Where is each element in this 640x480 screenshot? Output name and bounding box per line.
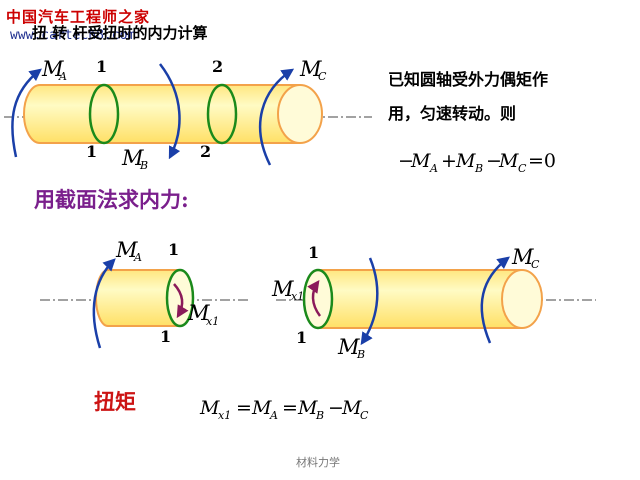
section-1-bottom-label: 1 <box>86 142 97 161</box>
teq-M-A: M <box>251 397 272 419</box>
shaft-right-end <box>277 84 323 144</box>
eq-M-C: M <box>498 150 519 172</box>
teq-eq-1: = <box>236 397 252 419</box>
eq-C-sub: C <box>518 162 527 175</box>
section-2-top-label: 2 <box>212 57 223 76</box>
teq-x1-sub: x1 <box>218 409 231 422</box>
teq-B-sub: B <box>315 409 324 422</box>
right-segment-body <box>318 270 522 328</box>
label-M-C-sub: C <box>318 70 327 83</box>
label-M-A: M <box>41 57 64 81</box>
teq-A-sub: A <box>269 409 278 422</box>
section-1-ring <box>88 83 120 145</box>
intro-line-1: 已知圆轴受外力偶矩作 <box>388 70 549 89</box>
eq-equals-zero: =0 <box>528 150 556 172</box>
left-section-top-label: 1 <box>168 240 179 259</box>
right-section-top-label: 1 <box>308 243 319 262</box>
watermark-site-name: 中国汽车工程师之家 <box>6 8 151 26</box>
eq-B-sub: B <box>474 162 483 175</box>
torque-equation: M x1 = M A = M B − M C <box>199 397 369 422</box>
eq-A-sub: A <box>429 162 438 175</box>
teq-M-x1: M <box>199 397 220 419</box>
right-label-M-B: M <box>337 335 360 359</box>
eq-minus-1: − <box>398 150 414 172</box>
right-section-bottom-label: 1 <box>296 328 307 347</box>
right-cut-face <box>302 268 334 330</box>
left-segment <box>40 258 250 349</box>
right-segment <box>276 256 596 346</box>
eq-M-A: M <box>410 150 431 172</box>
section-method-heading: 用截面法求内力: <box>34 187 189 212</box>
torque-arrow-B <box>159 63 181 160</box>
left-label-M-A: M <box>115 238 138 262</box>
torque-arrow-C-right <box>480 256 510 344</box>
label-M-A-sub: A <box>58 70 67 83</box>
torque-heading: 扭矩 <box>94 389 136 414</box>
right-label-M-C: M <box>511 245 534 269</box>
internal-torque-arrow-left <box>173 283 189 319</box>
eq-minus-2: − <box>486 150 502 172</box>
equilibrium-equation: − M A + M B − M C =0 <box>398 150 556 175</box>
eq-M-B: M <box>455 150 476 172</box>
left-label-x1-sub: x1 <box>206 315 219 328</box>
watermark-url: www.cartech8.com <box>10 28 136 43</box>
shaft-left-end <box>23 84 41 144</box>
teq-C-sub: C <box>360 409 369 422</box>
label-M-B: M <box>121 146 144 170</box>
right-segment-end <box>501 269 543 329</box>
teq-M-B: M <box>297 397 318 419</box>
footer-label: 材料力学 <box>296 456 340 469</box>
section-1-top-label: 1 <box>96 57 107 76</box>
left-label-M-A-sub: A <box>133 251 142 264</box>
teq-M-C: M <box>341 397 362 419</box>
eq-plus: + <box>441 150 457 172</box>
left-segment-body <box>108 270 182 326</box>
left-section-bottom-label: 1 <box>160 327 171 346</box>
teq-minus: − <box>328 397 344 419</box>
label-M-B-sub: B <box>139 159 148 172</box>
torque-arrow-A <box>11 68 42 158</box>
intro-line-2: 用，匀速转动。则 <box>388 104 517 123</box>
teq-eq-2: = <box>282 397 298 419</box>
torque-arrow-C <box>258 68 295 166</box>
section-2-ring <box>206 83 238 145</box>
left-label-M-x1: M <box>187 301 210 325</box>
full-shaft <box>4 63 372 166</box>
right-label-M-B-sub: B <box>356 348 365 361</box>
internal-torque-arrow-right <box>307 279 322 317</box>
right-label-M-C-sub: C <box>531 258 540 271</box>
right-label-M-x1: M <box>271 277 294 301</box>
torque-arrow-B-right <box>360 257 379 346</box>
right-label-x1-sub: x1 <box>291 290 304 303</box>
label-M-C: M <box>299 57 322 81</box>
torque-arrow-A-left <box>92 258 116 349</box>
section-2-bottom-label: 2 <box>200 142 211 161</box>
page-title: 扭 转 杆受扭时的内力计算 <box>32 24 208 42</box>
